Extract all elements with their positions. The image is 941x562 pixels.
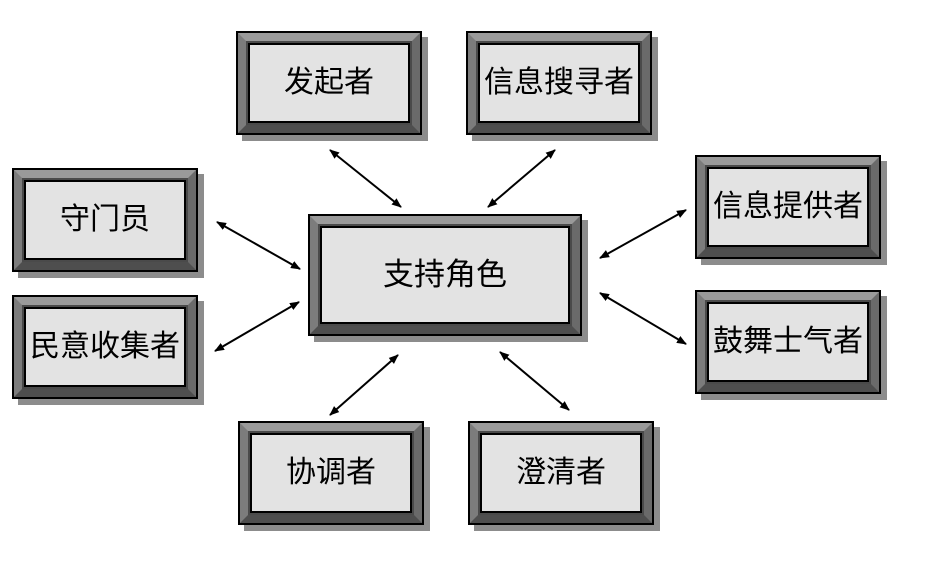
arrow-center-clarifier (499, 351, 570, 411)
role-box-opinion-gatherer: 民意收集者 (12, 295, 198, 399)
role-box-initiator: 发起者 (236, 31, 422, 135)
role-box-info-seeker: 信息搜寻者 (466, 31, 652, 135)
role-label-info-seeker: 信息搜寻者 (484, 65, 634, 100)
role-label-info-giver: 信息提供者 (713, 189, 863, 224)
role-label-gatekeeper: 守门员 (60, 202, 150, 237)
arrow-center-encourager (599, 292, 687, 345)
role-box-clarifier: 澄清者 (468, 421, 654, 525)
arrow-center-coordinator (329, 354, 399, 416)
role-label-initiator: 发起者 (284, 65, 374, 100)
role-label-coordinator: 协调者 (286, 455, 376, 490)
role-label-clarifier: 澄清者 (516, 455, 606, 490)
role-label-opinion-gatherer: 民意收集者 (30, 329, 180, 364)
arrow-center-info-giver (599, 209, 687, 259)
role-box-coordinator: 协调者 (238, 421, 424, 525)
arrow-center-initiator (329, 149, 402, 208)
arrow-center-gatekeeper (216, 221, 301, 270)
role-label-encourager: 鼓舞士气者 (713, 324, 863, 359)
center-role-box: 支持角色 (308, 214, 582, 336)
role-box-gatekeeper: 守门员 (12, 168, 198, 272)
center-role-label: 支持角色 (383, 256, 507, 293)
arrow-center-info-seeker (487, 149, 556, 208)
role-box-info-giver: 信息提供者 (695, 155, 881, 259)
arrow-center-opinion-gatherer (214, 301, 300, 352)
role-box-encourager: 鼓舞士气者 (695, 290, 881, 394)
